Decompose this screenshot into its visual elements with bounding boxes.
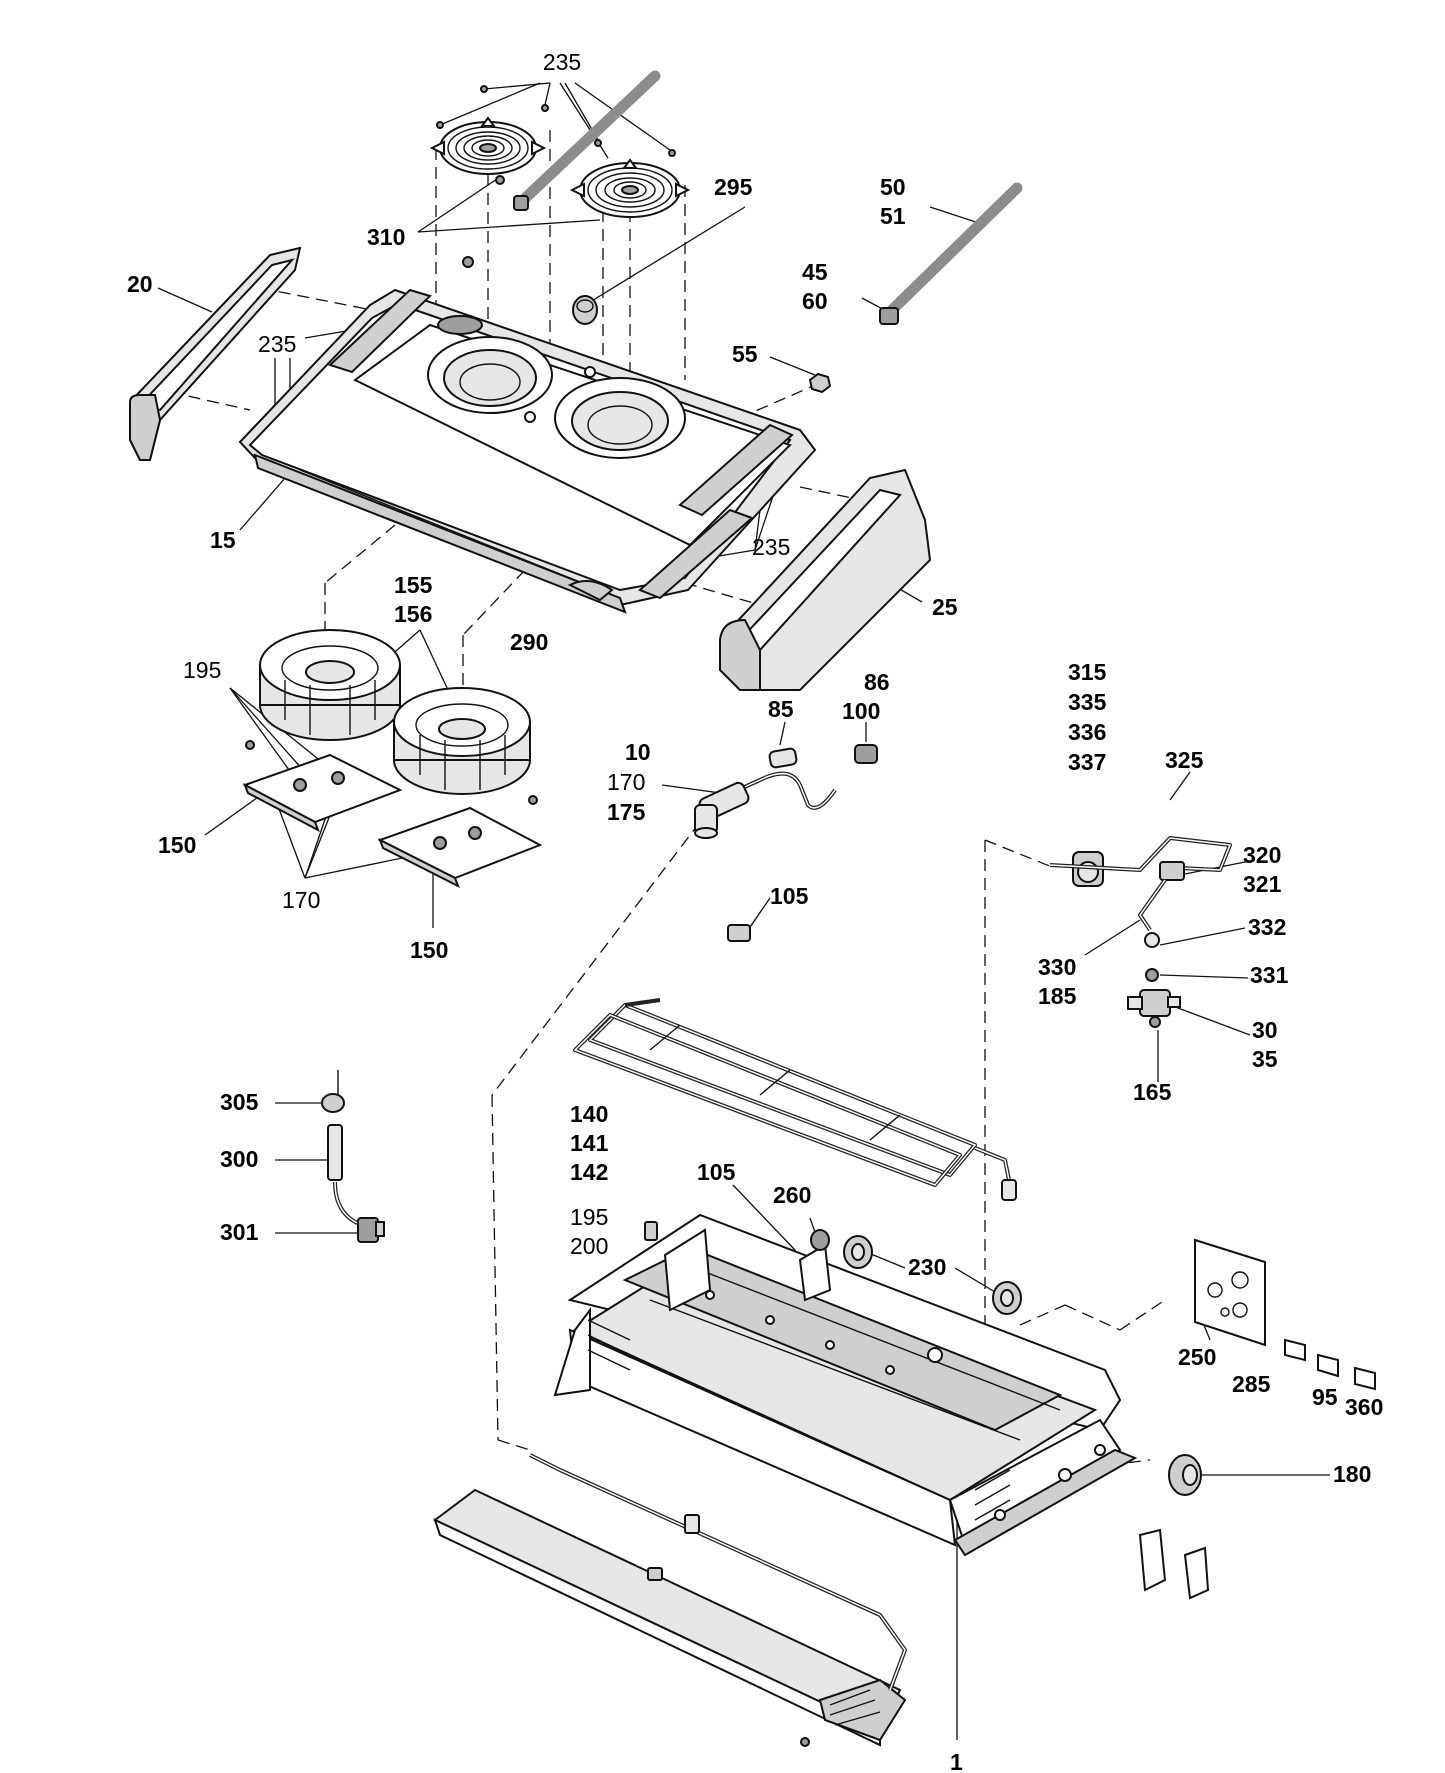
callout-10: 10: [625, 739, 651, 765]
callout-165: 165: [1133, 1079, 1172, 1105]
heater-element-frame: [573, 924, 1017, 1201]
label-95: [1317, 1353, 1339, 1378]
knob-rods: [514, 70, 1023, 318]
callout-86-100: 86 100: [842, 669, 896, 724]
drain-hose-assembly: [694, 744, 878, 839]
grommet-230b: [992, 1281, 1022, 1315]
callout-235a: 235: [543, 49, 581, 75]
label-285: [1284, 1338, 1306, 1362]
callout-140-group: 140 141 142: [570, 1101, 615, 1185]
callout-155-156: 155 156: [394, 572, 439, 627]
blower-wheel-right: [393, 687, 531, 795]
clip-195: [644, 1221, 658, 1241]
screws-235: [436, 85, 676, 268]
motor-mount-right: [377, 795, 543, 889]
switch-assembly-315: [1049, 836, 1232, 1028]
nut-55: [808, 372, 832, 394]
callout-230: 230: [908, 1254, 946, 1280]
callout-85: 85: [768, 696, 794, 722]
knob-45: [879, 307, 899, 325]
callout-250: 250: [1178, 1344, 1216, 1370]
callout-labels: 235 310 295 50 51 20 235 45 60 55 15 235…: [127, 49, 1383, 1773]
power-cord-300: [321, 1070, 385, 1243]
callout-315-group: 315 335 336 337: [1068, 659, 1113, 775]
rod-b: [884, 182, 1023, 318]
callout-295: 295: [714, 174, 753, 200]
callout-50-51: 50 51: [880, 174, 912, 229]
callout-25: 25: [932, 594, 958, 620]
base-chassis-1: [553, 1213, 1138, 1557]
callout-20: 20: [127, 271, 153, 297]
callout-332: 332: [1248, 914, 1286, 940]
callout-235c: 235: [752, 534, 790, 560]
callout-235b: 235: [258, 331, 296, 357]
end-cap-right-25: [719, 468, 932, 691]
callout-175: 175: [607, 799, 646, 825]
callout-30-35: 30 35: [1252, 1017, 1284, 1072]
callout-301: 301: [220, 1219, 259, 1245]
knob-295: [572, 295, 598, 325]
grommet-230a: [843, 1235, 873, 1269]
callout-170b: 170: [607, 769, 645, 795]
knob-310: [513, 195, 529, 211]
callout-150a: 150: [158, 832, 196, 858]
callout-150b: 150: [410, 937, 448, 963]
callout-260: 260: [773, 1182, 811, 1208]
callout-1: 1: [950, 1749, 963, 1773]
callout-180: 180: [1333, 1461, 1371, 1487]
callout-320-321: 320 321: [1243, 842, 1288, 897]
callout-170a: 170: [282, 887, 320, 913]
callout-290: 290: [510, 629, 548, 655]
callout-305: 305: [220, 1089, 259, 1115]
top-cover-housing: [238, 288, 817, 614]
callout-55: 55: [732, 341, 758, 367]
callout-330-185: 330 185: [1038, 954, 1083, 1009]
callout-105a: 105: [770, 883, 809, 909]
control-panel-250: [1194, 1238, 1266, 1347]
callout-360: 360: [1345, 1394, 1383, 1420]
label-360: [1354, 1366, 1376, 1391]
callout-195-200: 195 200: [570, 1204, 615, 1259]
callout-310: 310: [367, 224, 405, 250]
callout-300: 300: [220, 1146, 258, 1172]
callout-45-60: 45 60: [802, 259, 834, 314]
callout-285: 285: [1232, 1371, 1271, 1397]
bushing-260: [810, 1229, 830, 1251]
blower-wheel-left: [259, 629, 401, 741]
fan-guard-left: [429, 116, 547, 175]
callout-331: 331: [1250, 962, 1289, 988]
callout-95: 95: [1312, 1384, 1338, 1410]
rod-a: [514, 70, 661, 209]
callout-15: 15: [210, 527, 236, 553]
bracket-pair: [1138, 1528, 1210, 1600]
callout-105b: 105: [697, 1159, 736, 1185]
leader-lines: [157, 82, 1330, 1740]
end-cap-left-20: [129, 246, 302, 461]
fan-guard-right: [569, 158, 691, 218]
callout-325: 325: [1165, 747, 1204, 773]
grommet-180: [1168, 1454, 1202, 1496]
evaporator-coil: [433, 1453, 907, 1747]
callout-195a: 195: [183, 657, 221, 683]
motor-mount-left: [242, 740, 403, 833]
